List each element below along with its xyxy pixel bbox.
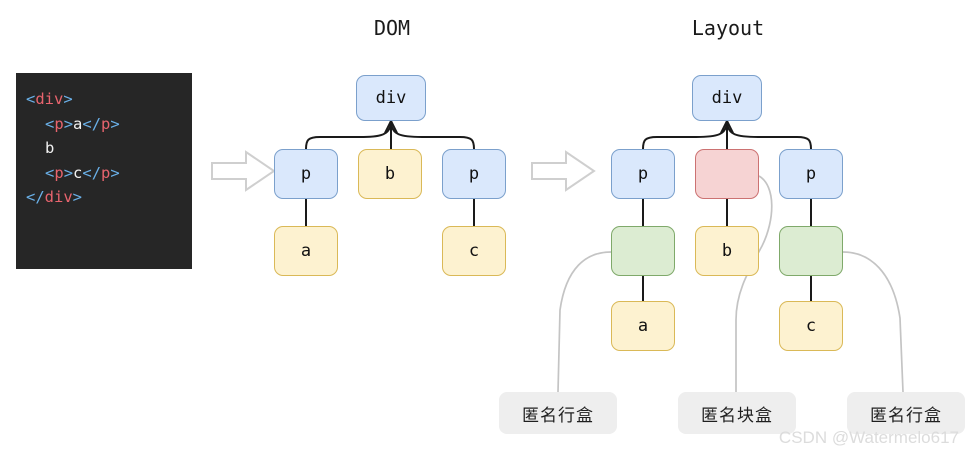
layout-node-anonymous-block-2 xyxy=(695,149,759,199)
node-label: div xyxy=(711,88,743,108)
code-token-br: < xyxy=(45,163,55,182)
annotation-label: 匿名块盒 xyxy=(701,405,773,426)
code-token-tag: p xyxy=(101,163,111,182)
annotation-label: 匿名行盒 xyxy=(870,405,942,426)
layout-node-div-0: div xyxy=(692,75,762,121)
node-label: p xyxy=(637,164,649,184)
code-line-1: <div> xyxy=(26,87,192,112)
code-token-br: </ xyxy=(82,163,102,182)
code-line-4: <p>c</p> xyxy=(26,161,192,186)
arrow-dom-to-layout-icon xyxy=(531,150,596,192)
code-line-5: </div> xyxy=(26,185,192,210)
dom-node-div-0: div xyxy=(356,75,426,121)
layout-node-b-5: b xyxy=(695,226,759,276)
layout-node-p-1: p xyxy=(611,149,675,199)
code-token-br: > xyxy=(63,90,73,108)
node-label: c xyxy=(805,316,817,336)
annotation-callout-lines xyxy=(557,175,904,393)
dom-section-title: DOM xyxy=(373,16,411,40)
code-token-br: > xyxy=(63,163,74,182)
pill-anon-line-right: 匿名行盒 xyxy=(847,392,965,434)
node-label: p xyxy=(300,164,312,184)
html-source-code-panel: <div><p>a</p>b<p>c</p></div> xyxy=(16,73,192,269)
layout-node-a-7: a xyxy=(611,301,675,351)
code-token-br: </ xyxy=(82,114,102,133)
layout-node-anonymous-line-4 xyxy=(611,226,675,276)
dom-node-a-4: a xyxy=(274,226,338,276)
code-token-br: > xyxy=(110,163,120,182)
code-token-br: < xyxy=(26,90,36,108)
node-label: a xyxy=(300,241,312,261)
node-label: c xyxy=(468,241,480,261)
code-token-txt: b xyxy=(45,139,55,157)
code-token-tag: p xyxy=(54,163,64,182)
dom-node-b-2: b xyxy=(358,149,422,199)
code-token-br: > xyxy=(72,188,83,206)
code-token-tag: div xyxy=(35,90,64,108)
pill-anon-block-mid: 匿名块盒 xyxy=(678,392,796,434)
node-label: b xyxy=(384,164,396,184)
code-token-txt: c xyxy=(73,163,83,182)
code-token-txt: a xyxy=(73,114,83,133)
code-token-br: < xyxy=(45,114,55,133)
node-label: p xyxy=(468,164,480,184)
dom-node-c-5: c xyxy=(442,226,506,276)
layout-node-p-3: p xyxy=(779,149,843,199)
node-label: b xyxy=(721,241,733,261)
code-token-br: > xyxy=(63,114,74,133)
code-token-br: </ xyxy=(26,188,45,206)
pill-anon-line-left: 匿名行盒 xyxy=(499,392,617,434)
dom-node-p-3: p xyxy=(442,149,506,199)
code-line-2: <p>a</p> xyxy=(26,112,192,137)
layout-node-anonymous-line-6 xyxy=(779,226,843,276)
node-label: div xyxy=(375,88,407,108)
node-label: a xyxy=(637,316,649,336)
arrow-code-to-dom-icon xyxy=(211,150,276,192)
dom-node-p-1: p xyxy=(274,149,338,199)
code-line-3: b xyxy=(26,136,192,161)
dom-tree-edges xyxy=(305,120,475,226)
csdn-watermark: CSDN @Watermelo617 xyxy=(778,428,959,447)
code-token-tag: p xyxy=(54,114,64,133)
annotation-label: 匿名行盒 xyxy=(522,405,594,426)
layout-section-title: Layout xyxy=(691,16,765,40)
code-token-tag: div xyxy=(44,188,73,206)
layout-node-c-8: c xyxy=(779,301,843,351)
code-token-tag: p xyxy=(101,114,111,133)
code-token-br: > xyxy=(110,114,120,133)
layout-tree-edges xyxy=(642,120,812,301)
node-label: p xyxy=(805,164,817,184)
